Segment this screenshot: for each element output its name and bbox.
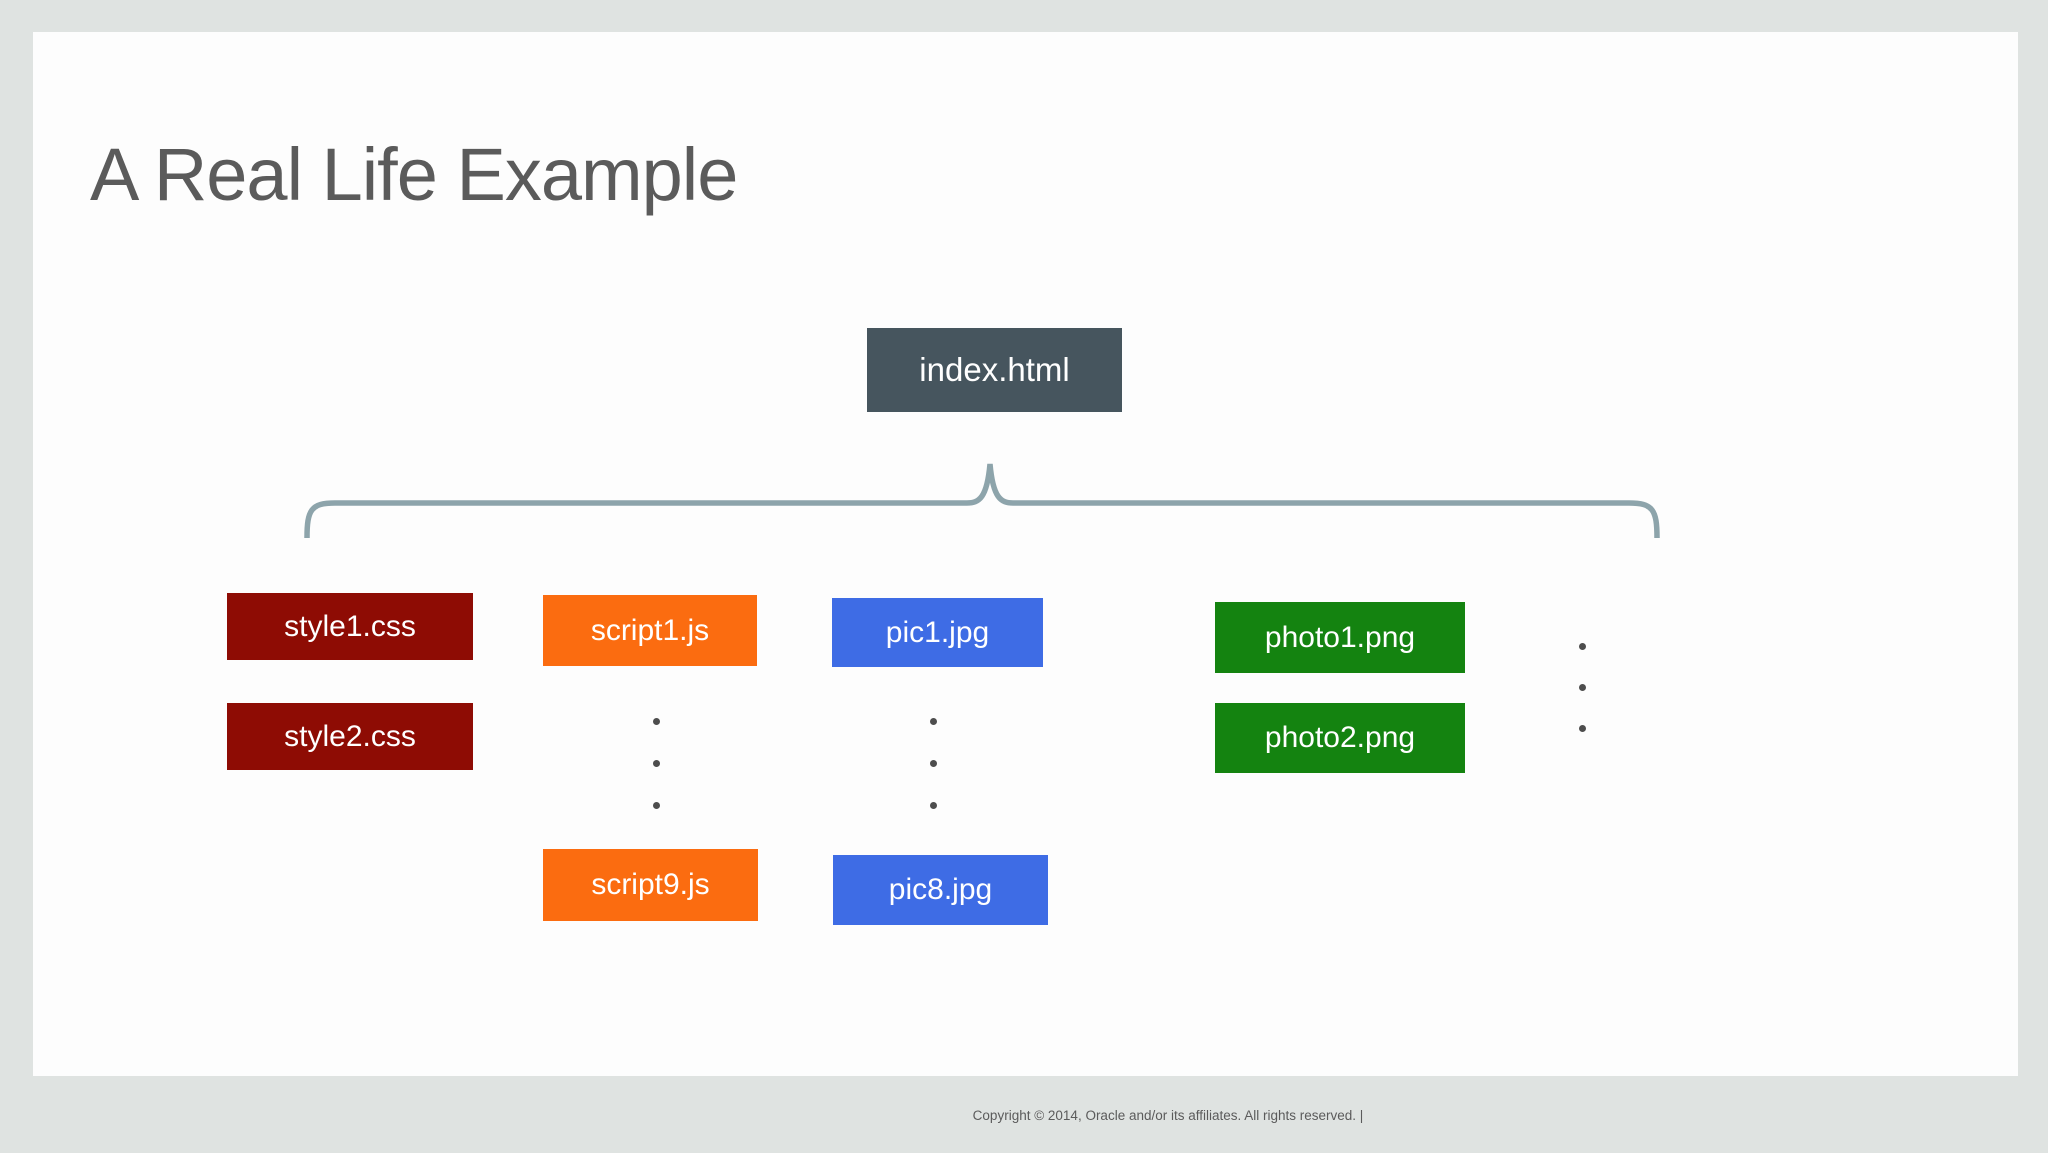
file-box-script9-js: script9.js	[543, 849, 758, 921]
file-label-style1-css: style1.css	[284, 609, 416, 643]
file-box-pic8-jpg: pic8.jpg	[833, 855, 1048, 925]
file-box-index-html: index.html	[867, 328, 1122, 412]
file-box-script1-js: script1.js	[543, 595, 757, 666]
file-box-photo2-png: photo2.png	[1215, 703, 1465, 773]
ellipsis-dot	[1579, 684, 1586, 691]
jpg-files-ellipsis	[930, 718, 937, 809]
file-label-photo1-png: photo1.png	[1264, 620, 1416, 654]
slide: A Real Life Example index.html style1.cs…	[33, 32, 2018, 1076]
file-box-photo1-png: photo1.png	[1215, 602, 1465, 673]
file-box-pic1-jpg: pic1.jpg	[832, 598, 1043, 667]
file-label-index-html: index.html	[919, 351, 1070, 388]
brace-icon	[304, 463, 1660, 539]
brace-path	[304, 463, 1660, 539]
js-files-ellipsis	[653, 718, 660, 809]
ellipsis-dot	[653, 760, 660, 767]
file-label-script1-js: script1.js	[590, 613, 710, 647]
file-label-pic1-jpg: pic1.jpg	[885, 615, 990, 649]
file-label-script9-js: script9.js	[591, 868, 710, 901]
ellipsis-dot	[653, 718, 660, 725]
file-label-photo2-png: photo2.png	[1264, 721, 1416, 754]
ellipsis-dot	[1579, 643, 1586, 650]
ellipsis-dot	[653, 802, 660, 809]
file-label-pic8-jpg: pic8.jpg	[888, 873, 993, 906]
copyright-footer: Copyright © 2014, Oracle and/or its affi…	[972, 1108, 1364, 1123]
file-box-style1-css: style1.css	[227, 593, 473, 660]
file-label-style2-css: style2.css	[284, 719, 416, 753]
slide-title: A Real Life Example	[90, 133, 738, 216]
ellipsis-dot	[930, 760, 937, 767]
more-files-ellipsis	[1579, 643, 1586, 732]
ellipsis-dot	[930, 802, 937, 809]
file-box-style2-css: style2.css	[227, 703, 473, 770]
ellipsis-dot	[1579, 725, 1586, 732]
ellipsis-dot	[930, 718, 937, 725]
